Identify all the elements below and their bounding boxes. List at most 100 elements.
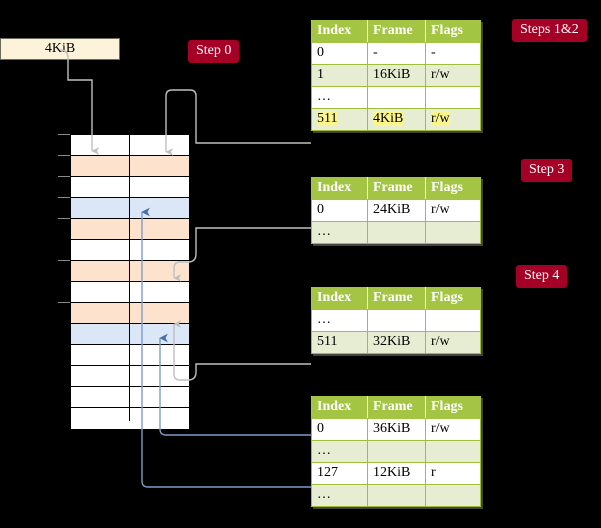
cell-frame: 12KiB bbox=[367, 462, 426, 485]
table-row: … bbox=[311, 221, 481, 244]
table-row: … bbox=[311, 484, 481, 507]
memory-frame-row bbox=[71, 408, 189, 429]
memory-frame-row bbox=[71, 261, 189, 282]
cell-index: 1 bbox=[311, 64, 368, 87]
cell-text: r/w bbox=[431, 202, 450, 217]
table-row: … bbox=[311, 309, 481, 332]
table-row: 0 36KiB r/w bbox=[311, 418, 481, 441]
cell-flags bbox=[425, 309, 481, 332]
memory-tick bbox=[58, 260, 70, 261]
column-header-flags: Flags bbox=[425, 396, 481, 419]
table-row: … bbox=[311, 86, 481, 109]
cell-flags bbox=[425, 221, 481, 244]
cell-text: 127 bbox=[317, 465, 338, 480]
cell-text: 511 bbox=[317, 111, 338, 126]
memory-frame-row bbox=[71, 303, 189, 324]
memory-tick bbox=[58, 197, 70, 198]
cell-frame bbox=[367, 309, 426, 332]
cell-text: … bbox=[317, 443, 331, 458]
cell-flags: r/w bbox=[425, 418, 481, 441]
cell-text: r bbox=[431, 465, 436, 480]
cell-index: … bbox=[311, 309, 368, 332]
column-header-index: Index bbox=[311, 20, 368, 43]
cell-index: 0 bbox=[311, 199, 368, 222]
cell-flags: r/w bbox=[425, 199, 481, 222]
memory-frame-row bbox=[71, 240, 189, 261]
table-row: 0 24KiB r/w bbox=[311, 199, 481, 222]
cell-index: … bbox=[311, 221, 368, 244]
cell-frame: 24KiB bbox=[367, 199, 426, 222]
cell-frame: - bbox=[367, 42, 426, 65]
memory-frame-row bbox=[71, 387, 189, 408]
cell-index: 0 bbox=[311, 42, 368, 65]
cell-flags bbox=[425, 86, 481, 109]
cell-flags: r/w bbox=[425, 64, 481, 87]
physical-memory-column bbox=[70, 134, 190, 430]
memory-tick bbox=[58, 155, 70, 156]
memory-frame-row bbox=[71, 282, 189, 303]
cell-text: r/w bbox=[431, 421, 450, 436]
cell-flags: r/w bbox=[425, 331, 481, 354]
memory-frame-row bbox=[71, 324, 189, 345]
step4-connector bbox=[173, 320, 311, 381]
step-badge-step4: Step 4 bbox=[516, 265, 568, 288]
cell-text: - bbox=[431, 45, 436, 60]
memory-frame-row bbox=[71, 156, 189, 177]
cell-text: r/w bbox=[431, 67, 450, 82]
cell-text: … bbox=[317, 89, 331, 104]
column-header-index: Index bbox=[311, 396, 368, 419]
cell-index: 0 bbox=[311, 418, 368, 441]
cell-text: 0 bbox=[317, 202, 324, 217]
table-row: 1 16KiB r/w bbox=[311, 64, 481, 87]
step-badge-step0: Step 0 bbox=[188, 40, 240, 63]
column-header-flags: Flags bbox=[425, 287, 481, 310]
memory-frame-row bbox=[71, 198, 189, 219]
cell-index: 127 bbox=[311, 462, 368, 485]
cell-text: r/w bbox=[431, 334, 450, 349]
step3-connector bbox=[173, 227, 311, 282]
memory-tick bbox=[58, 302, 70, 303]
cell-flags bbox=[425, 440, 481, 463]
step-badge-steps12: Steps 1&2 bbox=[512, 19, 587, 42]
column-header-frame: Frame bbox=[367, 396, 426, 419]
cell-index: … bbox=[311, 440, 368, 463]
table-row: 0 - - bbox=[311, 42, 481, 65]
cell-index: 511 bbox=[311, 108, 368, 131]
column-header-index: Index bbox=[311, 177, 368, 200]
cell-text: … bbox=[317, 224, 331, 239]
cell-text: 16KiB bbox=[373, 67, 411, 82]
cell-frame bbox=[367, 440, 426, 463]
memory-tick bbox=[58, 218, 70, 219]
cell-text: - bbox=[373, 45, 378, 60]
column-header-frame: Frame bbox=[367, 287, 426, 310]
cell-frame: 36KiB bbox=[367, 418, 426, 441]
column-header-index: Index bbox=[311, 287, 368, 310]
memory-frame-row bbox=[71, 345, 189, 366]
memory-column-divider bbox=[129, 134, 130, 421]
cell-frame bbox=[367, 221, 426, 244]
cell-text: 1 bbox=[317, 67, 324, 82]
cell-text: 32KiB bbox=[373, 334, 411, 349]
cell-text: 36KiB bbox=[373, 421, 411, 436]
cell-flags bbox=[425, 484, 481, 507]
column-header-frame: Frame bbox=[367, 20, 426, 43]
cell-text: 0 bbox=[317, 421, 324, 436]
cell-frame bbox=[367, 86, 426, 109]
column-header-frame: Frame bbox=[367, 177, 426, 200]
virtual-address-label: 4KiB bbox=[44, 41, 76, 56]
memory-frame-row bbox=[71, 219, 189, 240]
memory-tick bbox=[58, 176, 70, 177]
cell-flags: - bbox=[425, 42, 481, 65]
cell-text: … bbox=[317, 312, 331, 327]
memory-frame-row bbox=[71, 366, 189, 387]
memory-frame-row bbox=[71, 177, 189, 198]
table-row: 511 4KiB r/w bbox=[311, 108, 481, 131]
cell-text: 0 bbox=[317, 45, 324, 60]
memory-frame-row bbox=[71, 135, 189, 156]
cell-text: 4KiB bbox=[373, 111, 404, 126]
cell-flags: r/w bbox=[425, 108, 481, 131]
cell-index: … bbox=[311, 86, 368, 109]
cell-frame bbox=[367, 484, 426, 507]
